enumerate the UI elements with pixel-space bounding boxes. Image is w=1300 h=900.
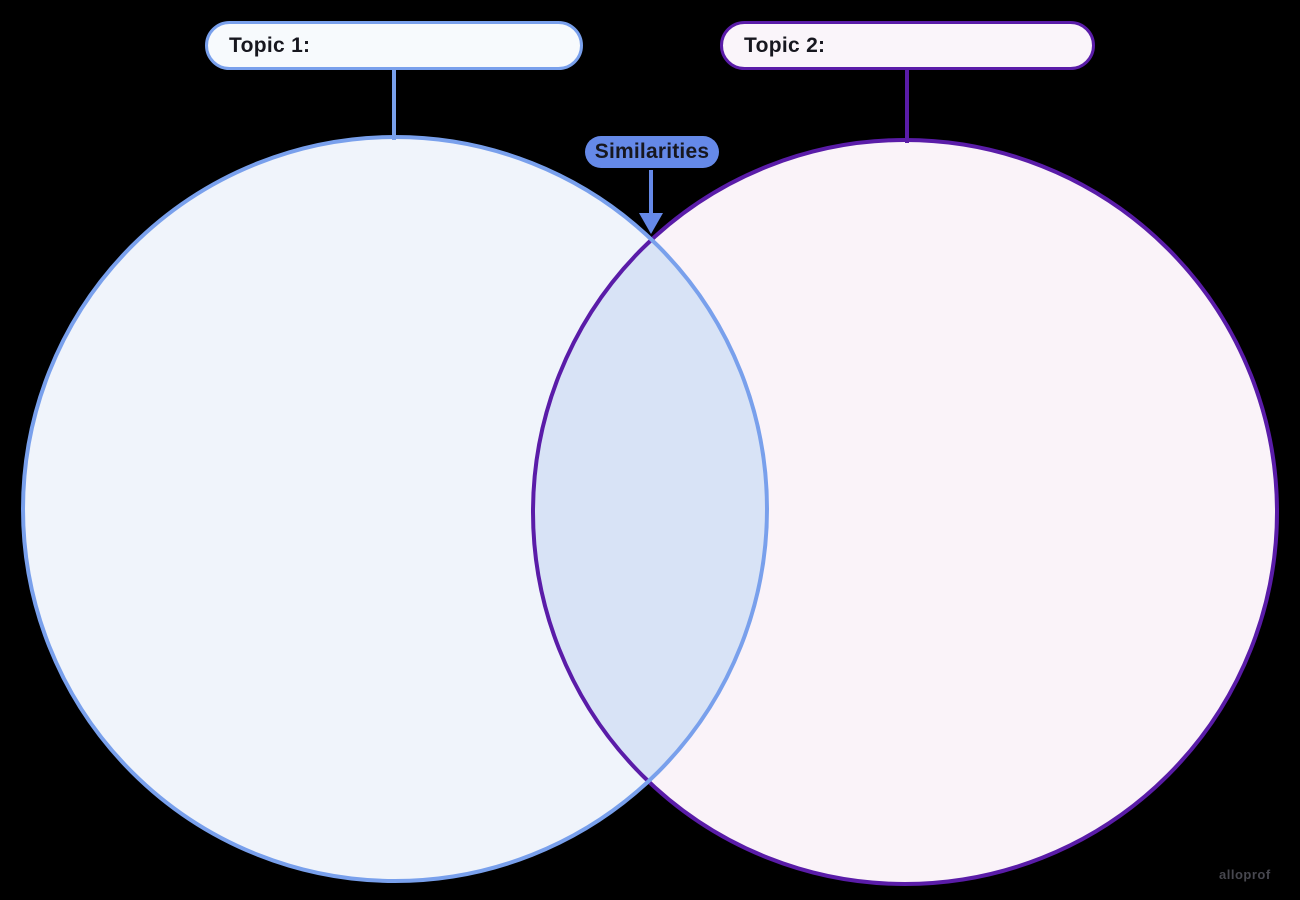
- similarities-arrowhead-icon: [639, 213, 663, 234]
- topic1-label: Topic 1:: [229, 33, 311, 57]
- topic2-label-box: Topic 2:: [720, 21, 1095, 70]
- alloprof-watermark: alloprof: [1219, 867, 1271, 882]
- topic2-label: Topic 2:: [744, 33, 826, 57]
- similarities-label: Similarities: [594, 140, 710, 163]
- topic1-label-box: Topic 1:: [205, 21, 583, 70]
- similarities-badge: Similarities: [585, 136, 719, 168]
